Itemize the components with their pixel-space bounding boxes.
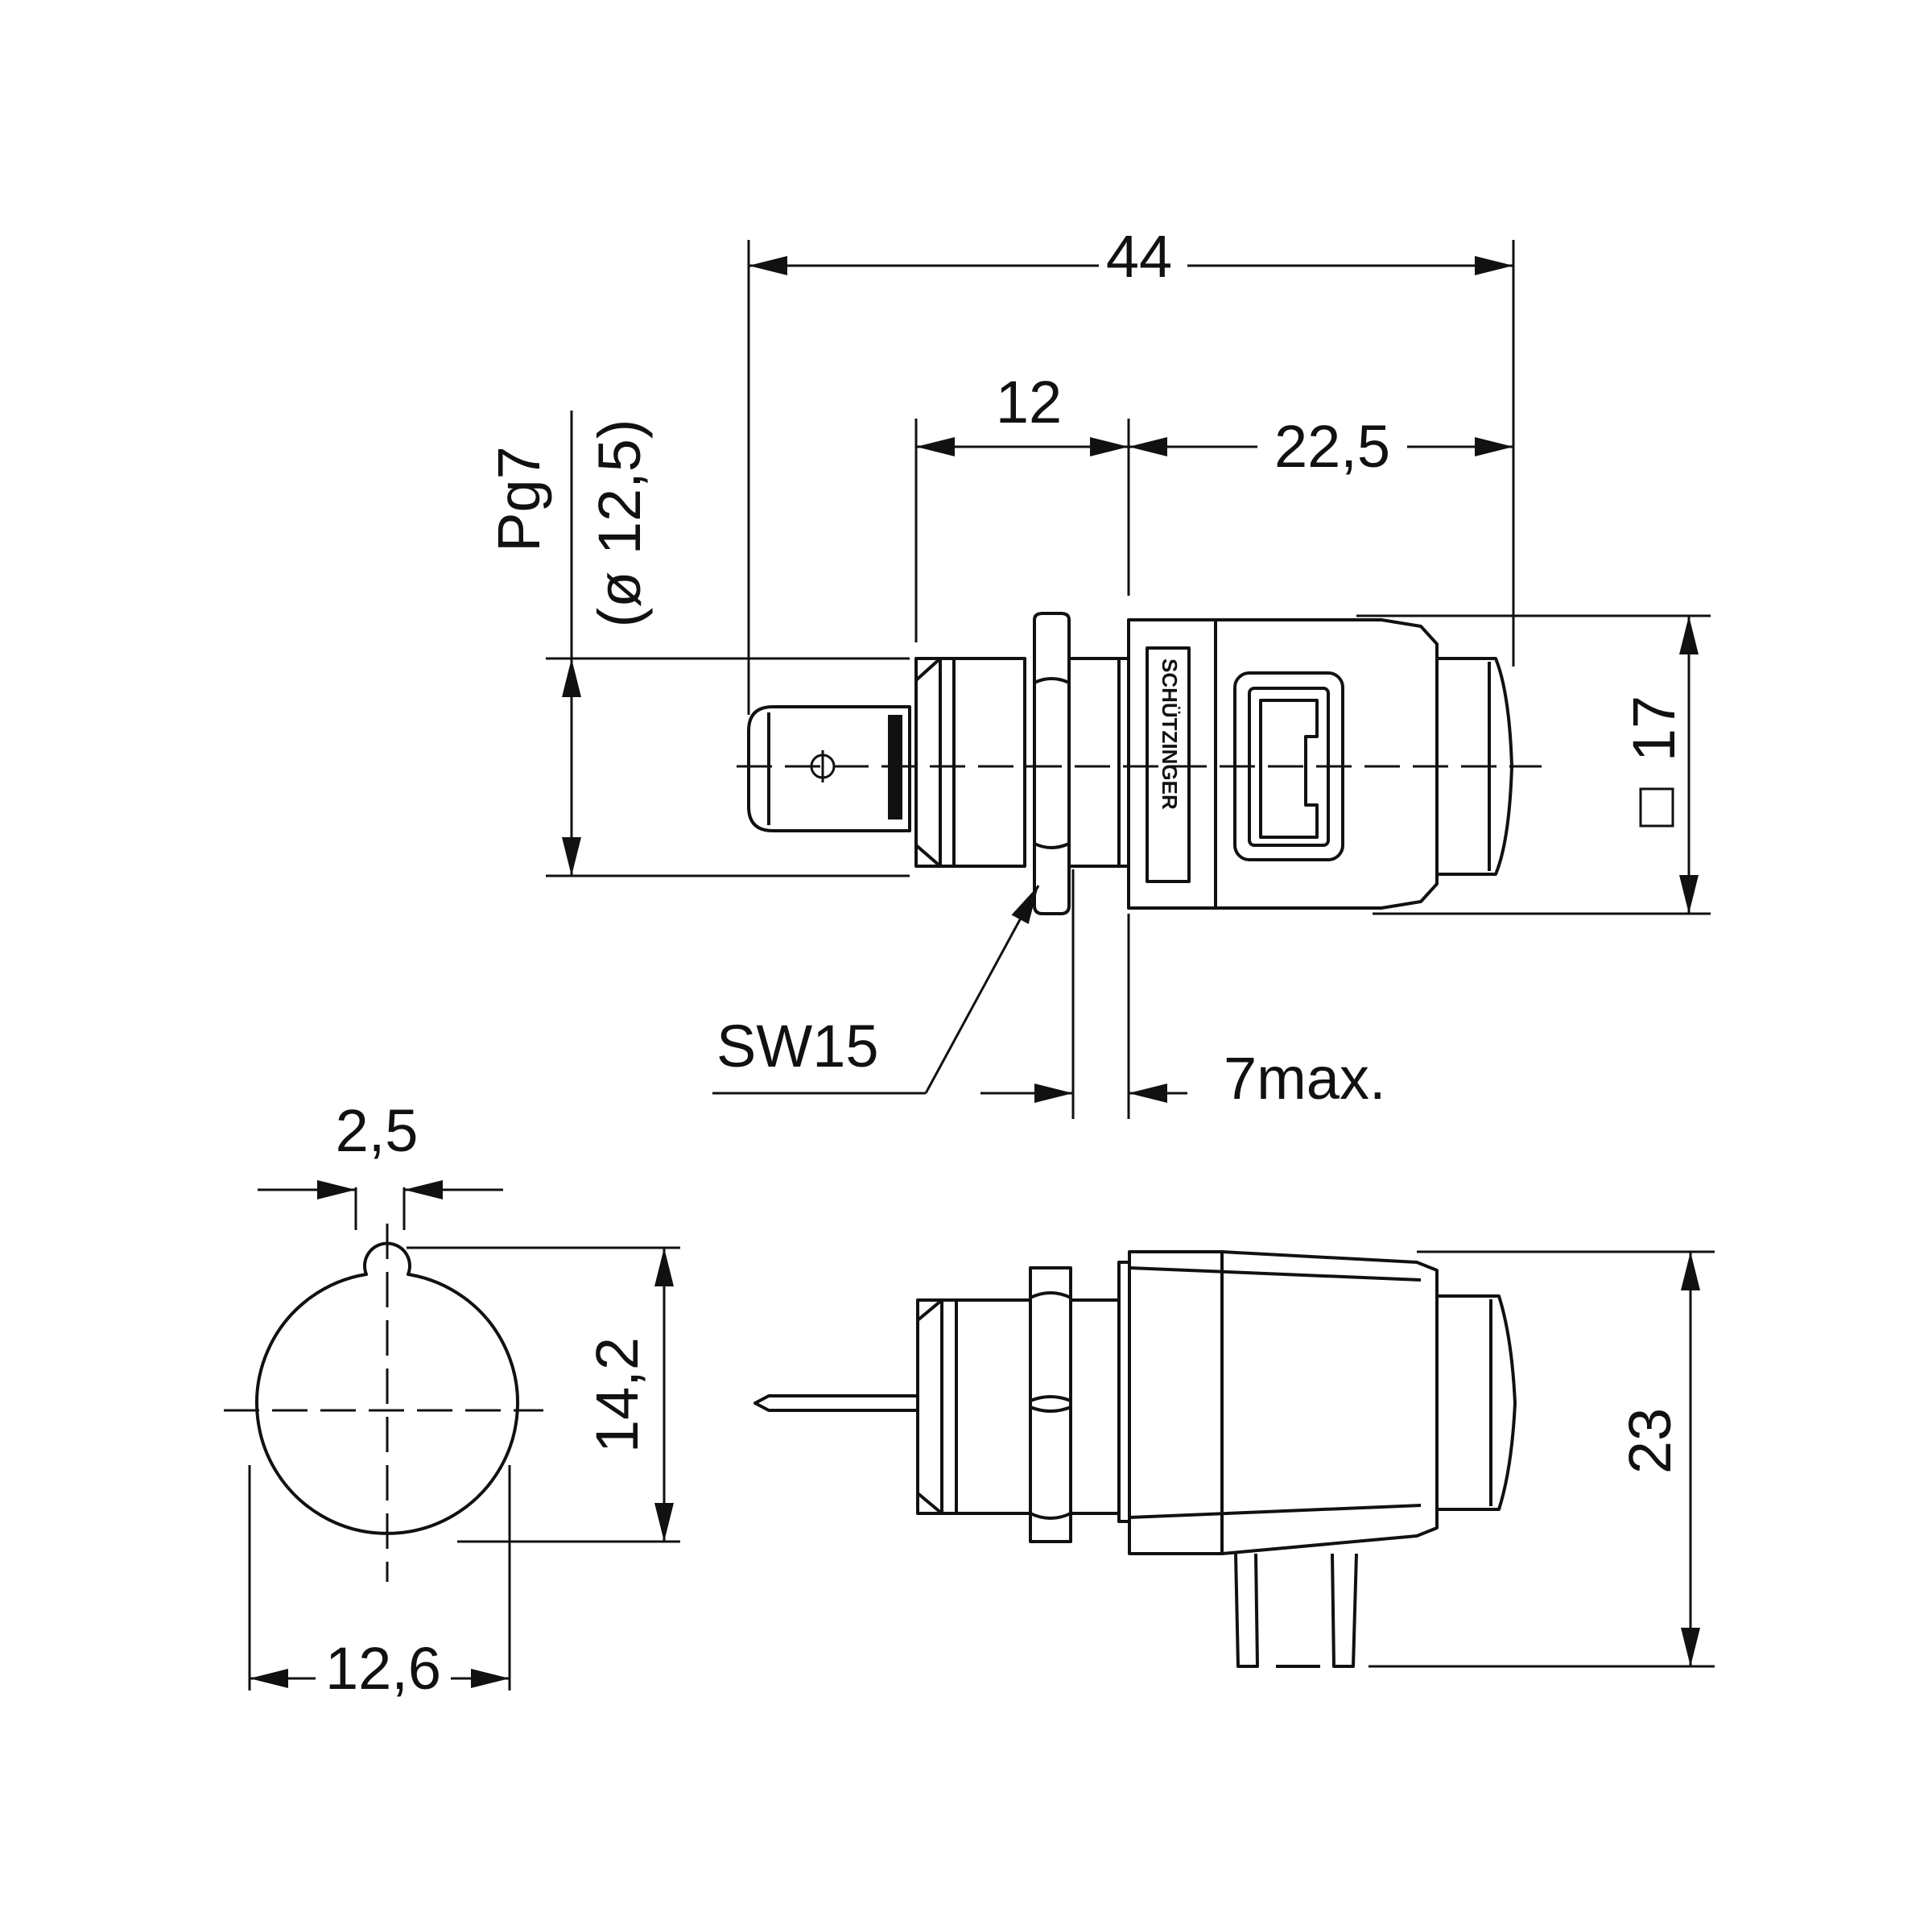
nut-size-label: SW15 <box>716 1013 879 1080</box>
cutout-width-label: 12,6 <box>325 1635 441 1702</box>
thread-size-label: Pg7 <box>485 446 552 552</box>
cutout-view: 2,5 14,2 12,6 <box>224 1097 680 1702</box>
side-socket-head <box>1128 1250 1439 1555</box>
solder-tab <box>747 705 911 832</box>
mounting-leg-1 <box>1234 1553 1259 1668</box>
panel-cutout-outline <box>255 1241 519 1535</box>
brand-plate <box>1146 646 1191 883</box>
side-threaded-shaft <box>916 1298 1032 1515</box>
side-hex-nut <box>1029 1266 1072 1543</box>
cutout-height-label: 14,2 <box>584 1337 650 1453</box>
thread-diameter-label: (ø 12,5) <box>586 419 653 627</box>
overall-length-label: 44 <box>1106 223 1172 290</box>
side-front-cap <box>1437 1294 1517 1511</box>
side-view-dimensions: 23 <box>1368 1250 1715 1668</box>
socket-head <box>1127 618 1439 910</box>
threaded-shaft <box>914 657 1026 868</box>
rear-pin <box>753 1394 918 1412</box>
shaft-length-label: 12 <box>996 369 1062 436</box>
square-symbol <box>1639 787 1674 828</box>
panel-thickness-label: 7max. <box>1224 1045 1386 1112</box>
side-height-label: 23 <box>1616 1408 1683 1474</box>
hex-nut <box>1033 612 1071 915</box>
head-square-label: 17 <box>1620 696 1687 762</box>
head-length-label: 22,5 <box>1274 413 1390 480</box>
top-view-dimensions: 44 12 22,5 Pg7 (ø 12,5) SW15 7max. <box>485 223 1711 1119</box>
side-view <box>753 1250 1517 1668</box>
mounting-leg-2 <box>1331 1553 1358 1668</box>
brand-text: SCHÜTZINGER <box>1158 658 1182 810</box>
top-view: SCHÜTZINGER <box>737 612 1542 915</box>
key-width-label: 2,5 <box>336 1097 419 1164</box>
